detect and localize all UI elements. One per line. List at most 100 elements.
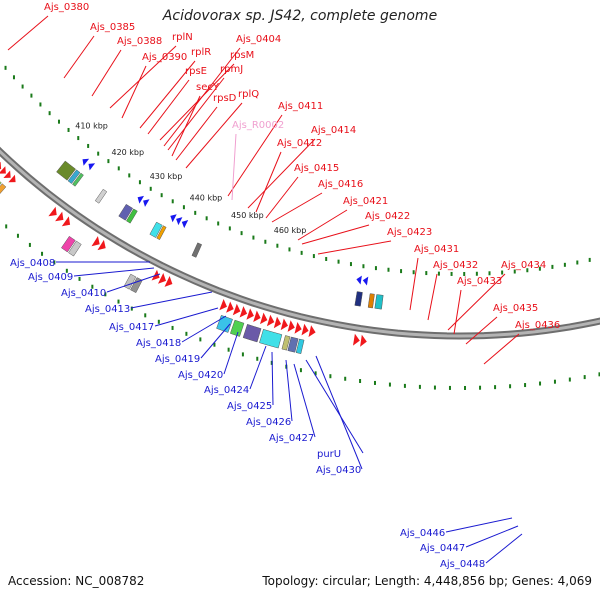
tick-mark [464, 385, 467, 390]
gene-arrow [308, 325, 316, 337]
gene-arrow [97, 239, 106, 251]
reverse-gene-label: Ajs_0408 [10, 258, 55, 269]
label-leader-line [7, 15, 49, 51]
label-leader-line [139, 60, 196, 129]
tick-mark [205, 216, 208, 221]
tick-mark [78, 276, 81, 281]
gene-arrow [55, 211, 64, 222]
tick-track [4, 65, 600, 390]
tick-mark [213, 342, 216, 347]
gene-arrow [266, 314, 275, 327]
tick-mark [4, 65, 7, 70]
gene-block-inner [126, 208, 138, 224]
tick-mark [433, 385, 436, 390]
label-leader-line [167, 77, 225, 151]
gene-arrow [232, 303, 241, 316]
gene-arrow [287, 320, 295, 332]
label-leader-line [106, 273, 161, 293]
label-leader-line [181, 315, 227, 343]
gene-arrow [239, 306, 248, 318]
label-leader-line [154, 307, 219, 327]
gene-block-inner [156, 225, 167, 241]
feature-track [0, 158, 384, 354]
label-leader-line [465, 525, 519, 548]
tick-mark [160, 193, 163, 198]
gene-arrow-inner [88, 163, 96, 171]
tick-mark [598, 372, 600, 377]
tick-mark [241, 352, 244, 357]
scale-label: 450 kbp [231, 211, 264, 220]
gene-block-inner [94, 188, 108, 204]
tick-mark [138, 180, 141, 185]
gene-block [281, 335, 291, 351]
gene-arrow [301, 323, 309, 336]
forward-gene-label: Ajs_0404 [236, 34, 281, 45]
gene-arrow [294, 322, 302, 334]
label-leader-line [301, 224, 370, 245]
gene-arrow [253, 310, 261, 322]
label-leader-line [271, 351, 274, 406]
tick-mark [57, 119, 60, 124]
gene-block [242, 323, 262, 343]
tick-mark [300, 250, 303, 255]
gene-arrow-inner [143, 199, 150, 207]
gene-arrow [226, 301, 234, 313]
gene-arrow-inner [356, 275, 362, 285]
label-leader-line [121, 65, 147, 119]
scale-label: 430 kbp [150, 172, 183, 181]
reverse-gene-label: Ajs_0417 [109, 322, 154, 333]
scale-label: 410 kbp [75, 121, 108, 130]
tick-mark [488, 271, 491, 276]
label-leader-line [427, 273, 438, 321]
forward-gene-label: Ajs_0416 [318, 179, 363, 190]
label-leader-line [171, 95, 201, 157]
tick-mark [67, 127, 70, 132]
reverse-gene-label: Ajs_0420 [178, 370, 223, 381]
reverse-gene-label: Ajs_0409 [28, 272, 73, 283]
forward-gene-label: Ajs_0421 [343, 196, 388, 207]
gene-block-inner [191, 242, 203, 258]
tick-mark [479, 385, 482, 390]
label-leader-line [447, 273, 506, 331]
tick-mark [107, 159, 110, 164]
tick-mark [588, 257, 591, 262]
genome-backbone [0, 149, 600, 338]
forward-gene-label: Ajs_0390 [142, 52, 187, 63]
forward-gene-label: Ajs_0423 [387, 227, 432, 238]
label-leader-line [485, 533, 523, 564]
tick-mark [65, 268, 68, 273]
label-leader-line [249, 345, 267, 390]
tick-mark [252, 235, 255, 240]
tick-mark [288, 247, 291, 252]
reverse-gene-label: Ajs_0418 [136, 338, 181, 349]
tick-mark [171, 325, 174, 330]
forward-gene-label: Ajs_0434 [501, 260, 546, 271]
gene-block [68, 240, 82, 257]
tick-mark [144, 313, 147, 318]
forward-gene-label: rplN [172, 32, 193, 43]
reverse-gene-label: Ajs_0448 [440, 559, 485, 570]
gene-arrow [260, 312, 268, 325]
gene-block-inner [72, 172, 84, 187]
gene-block [295, 338, 305, 354]
tick-mark [194, 210, 197, 215]
reverse-gene-label: Ajs_0426 [246, 417, 291, 428]
tick-mark [359, 379, 362, 384]
genome-backbone-shadow [0, 146, 600, 340]
reverse-gene-label: Ajs_0446 [400, 528, 445, 539]
tick-mark [325, 256, 328, 261]
gene-arrow-inner [362, 276, 369, 286]
label-leader-line [265, 176, 299, 219]
tick-mark [526, 268, 529, 273]
tick-mark [97, 151, 100, 156]
label-leader-line [63, 35, 95, 79]
tick-mark [563, 262, 566, 267]
tick-mark [104, 292, 107, 297]
forward-gene-label: rplQ [238, 89, 259, 100]
tick-mark [553, 379, 556, 384]
gene-arrow [91, 236, 100, 247]
tick-mark [448, 385, 451, 390]
gene-block [229, 319, 245, 337]
tick-mark [373, 380, 376, 385]
